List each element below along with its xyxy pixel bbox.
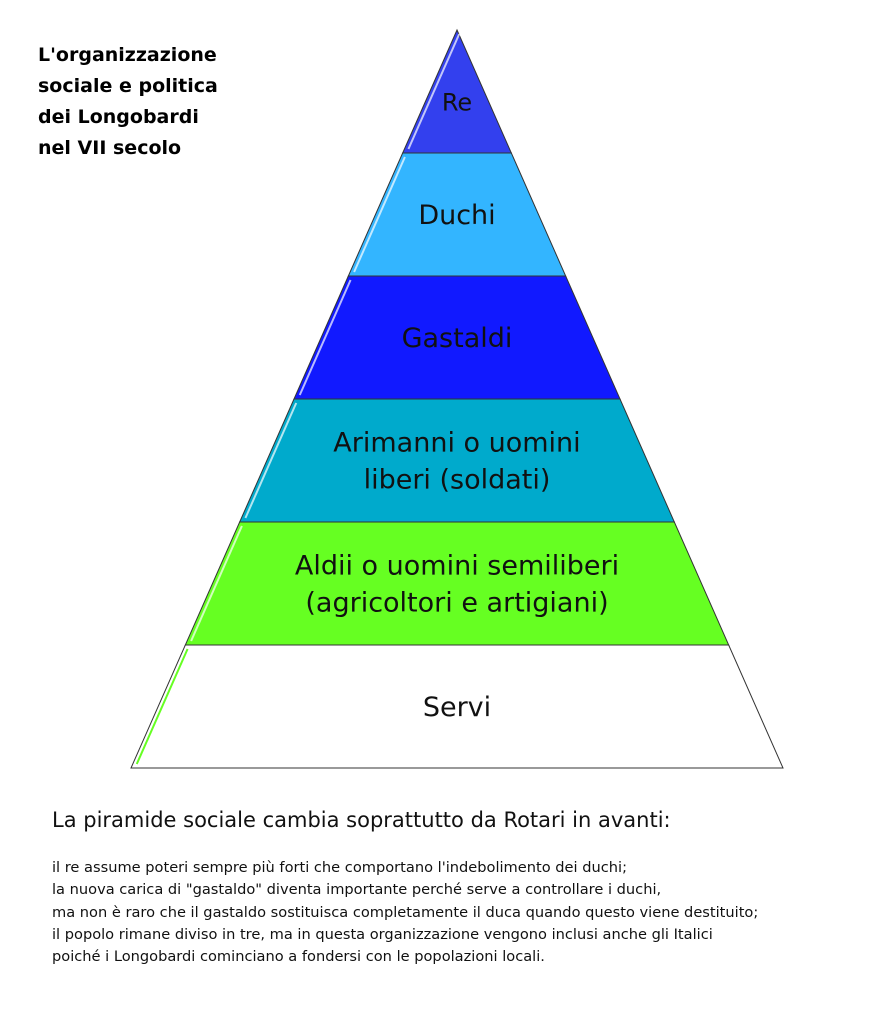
title-line: nel VII secolo — [38, 137, 182, 159]
level-label: liberi (soldati) — [364, 464, 551, 495]
description-line: poiché i Longobardi cominciano a fonders… — [52, 948, 545, 966]
description-line: la nuova carica di "gastaldo" diventa im… — [52, 881, 662, 899]
level-highlight — [353, 156, 406, 273]
pyramid-level-arimanni: Arimanni o uomini liberi (soldati) — [238, 398, 676, 523]
description-body: il re assume poteri sempre più forti che… — [52, 857, 758, 968]
level-shape — [184, 521, 730, 646]
level-highlight — [190, 525, 243, 642]
level-label: Gastaldi — [402, 323, 513, 354]
level-highlight — [244, 402, 298, 519]
description-heading: La piramide sociale cambia soprattutto d… — [52, 808, 671, 832]
level-highlight — [407, 33, 461, 150]
description-line: il popolo rimane diviso in tre, ma in qu… — [52, 925, 713, 943]
level-highlight — [298, 279, 352, 396]
level-shape — [238, 398, 676, 523]
title-line: dei Longobardi — [38, 106, 199, 128]
pyramid-level-gastaldi: Gastaldi — [293, 275, 621, 400]
title-line: L'organizzazione — [38, 44, 217, 66]
description-line: ma non è raro che il gastaldo sostituisc… — [52, 903, 759, 921]
diagram-title: L'organizzazione sociale e politica dei … — [38, 40, 218, 164]
pyramid-level-duchi: Duchi — [347, 152, 567, 277]
level-label: Servi — [423, 692, 491, 723]
level-label: (agricoltori e artigiani) — [305, 587, 608, 618]
level-label: Aldii o uomini semiliberi — [295, 550, 619, 581]
level-highlight — [135, 648, 189, 765]
level-label: Re — [442, 88, 472, 116]
level-label: Duchi — [418, 200, 495, 231]
pyramid-level-re: Re — [401, 28, 513, 154]
description-line: il re assume poteri sempre più forti che… — [52, 859, 627, 876]
level-shape — [130, 644, 784, 769]
pyramid-level-aldii: Aldii o uomini semiliberi (agricoltori e … — [184, 521, 730, 646]
level-label: Arimanni o uomini — [333, 427, 580, 458]
pyramid-level-servi: Servi — [130, 644, 784, 769]
title-line: sociale e politica — [38, 75, 218, 97]
